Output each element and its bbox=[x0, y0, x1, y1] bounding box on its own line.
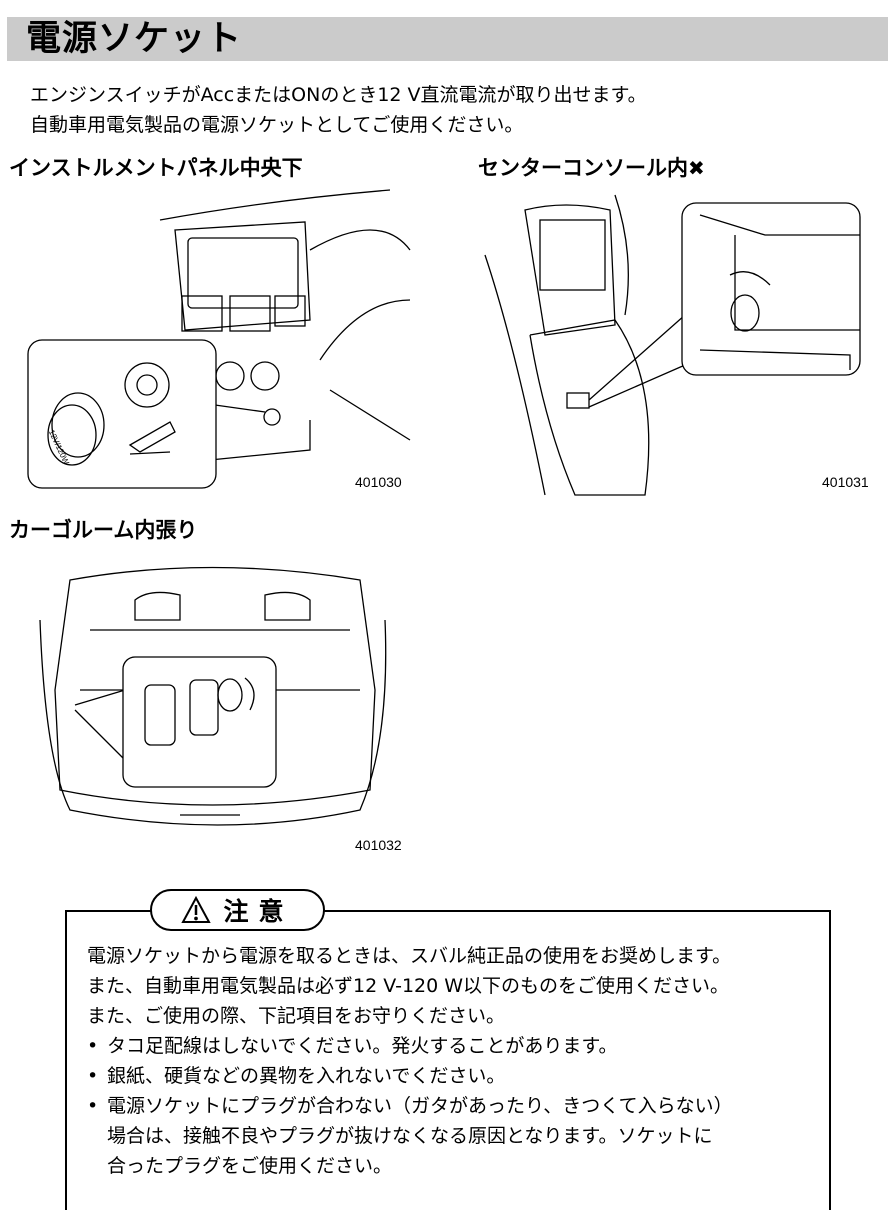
caution-label-text: 注意 bbox=[223, 897, 294, 926]
figure-id-401032: 401032 bbox=[355, 837, 402, 853]
caution-paragraph: また、ご使用の際、下記項目をお守りください。 bbox=[87, 1005, 506, 1027]
section-heading-text: センターコンソール内 bbox=[478, 156, 688, 180]
center-console-illustration bbox=[484, 194, 861, 496]
caution-paragraph: 電源ソケットから電源を取るときは、スバル純正品の使用をお奨めします。 bbox=[87, 945, 732, 967]
caution-box bbox=[65, 910, 831, 1210]
figure-id-401031: 401031 bbox=[822, 474, 869, 490]
caution-bullet-continued: 合ったプラグをご使用ください。 bbox=[107, 1155, 393, 1177]
title-bar bbox=[7, 17, 888, 61]
caution-bullet: •タコ足配線はしないでください。発火することがあります。 bbox=[87, 1035, 618, 1057]
butterfly-mark-icon: ✖ bbox=[688, 156, 705, 180]
section-heading-center-console: センターコンソール内✖ bbox=[478, 154, 705, 182]
caution-bullet-continued: 場合は、接触不良やプラグが抜けなくなる原因となります。ソケットに bbox=[107, 1125, 713, 1147]
caution-label: 注意 bbox=[150, 889, 325, 931]
cargo-room-illustration bbox=[39, 566, 387, 826]
figure-id-401030: 401030 bbox=[355, 474, 402, 490]
section-heading-instrument-panel: インストルメントパネル中央下 bbox=[9, 156, 303, 180]
warning-triangle-icon bbox=[181, 895, 212, 923]
page-title: 電源ソケット bbox=[26, 19, 243, 59]
intro-line-2: 自動車用電気製品の電源ソケットとしてご使用ください。 bbox=[30, 114, 524, 136]
section-heading-cargo-room: カーゴルーム内張り bbox=[9, 518, 198, 542]
caution-bullet: •銀紙、硬貨などの異物を入れないでください。 bbox=[87, 1065, 506, 1087]
caution-paragraph: また、自動車用電気製品は必ず12 V-120 W以下のものをご使用ください。 bbox=[87, 975, 730, 997]
intro-line-1: エンジンスイッチがAccまたはONのとき12 V直流電流が取り出せます。 bbox=[30, 84, 647, 106]
caution-bullet: •電源ソケットにプラグが合わない（ガタがあったり、きつくて入らない） bbox=[87, 1095, 733, 1117]
instrument-panel-illustration: 12V/120W bbox=[27, 189, 411, 489]
